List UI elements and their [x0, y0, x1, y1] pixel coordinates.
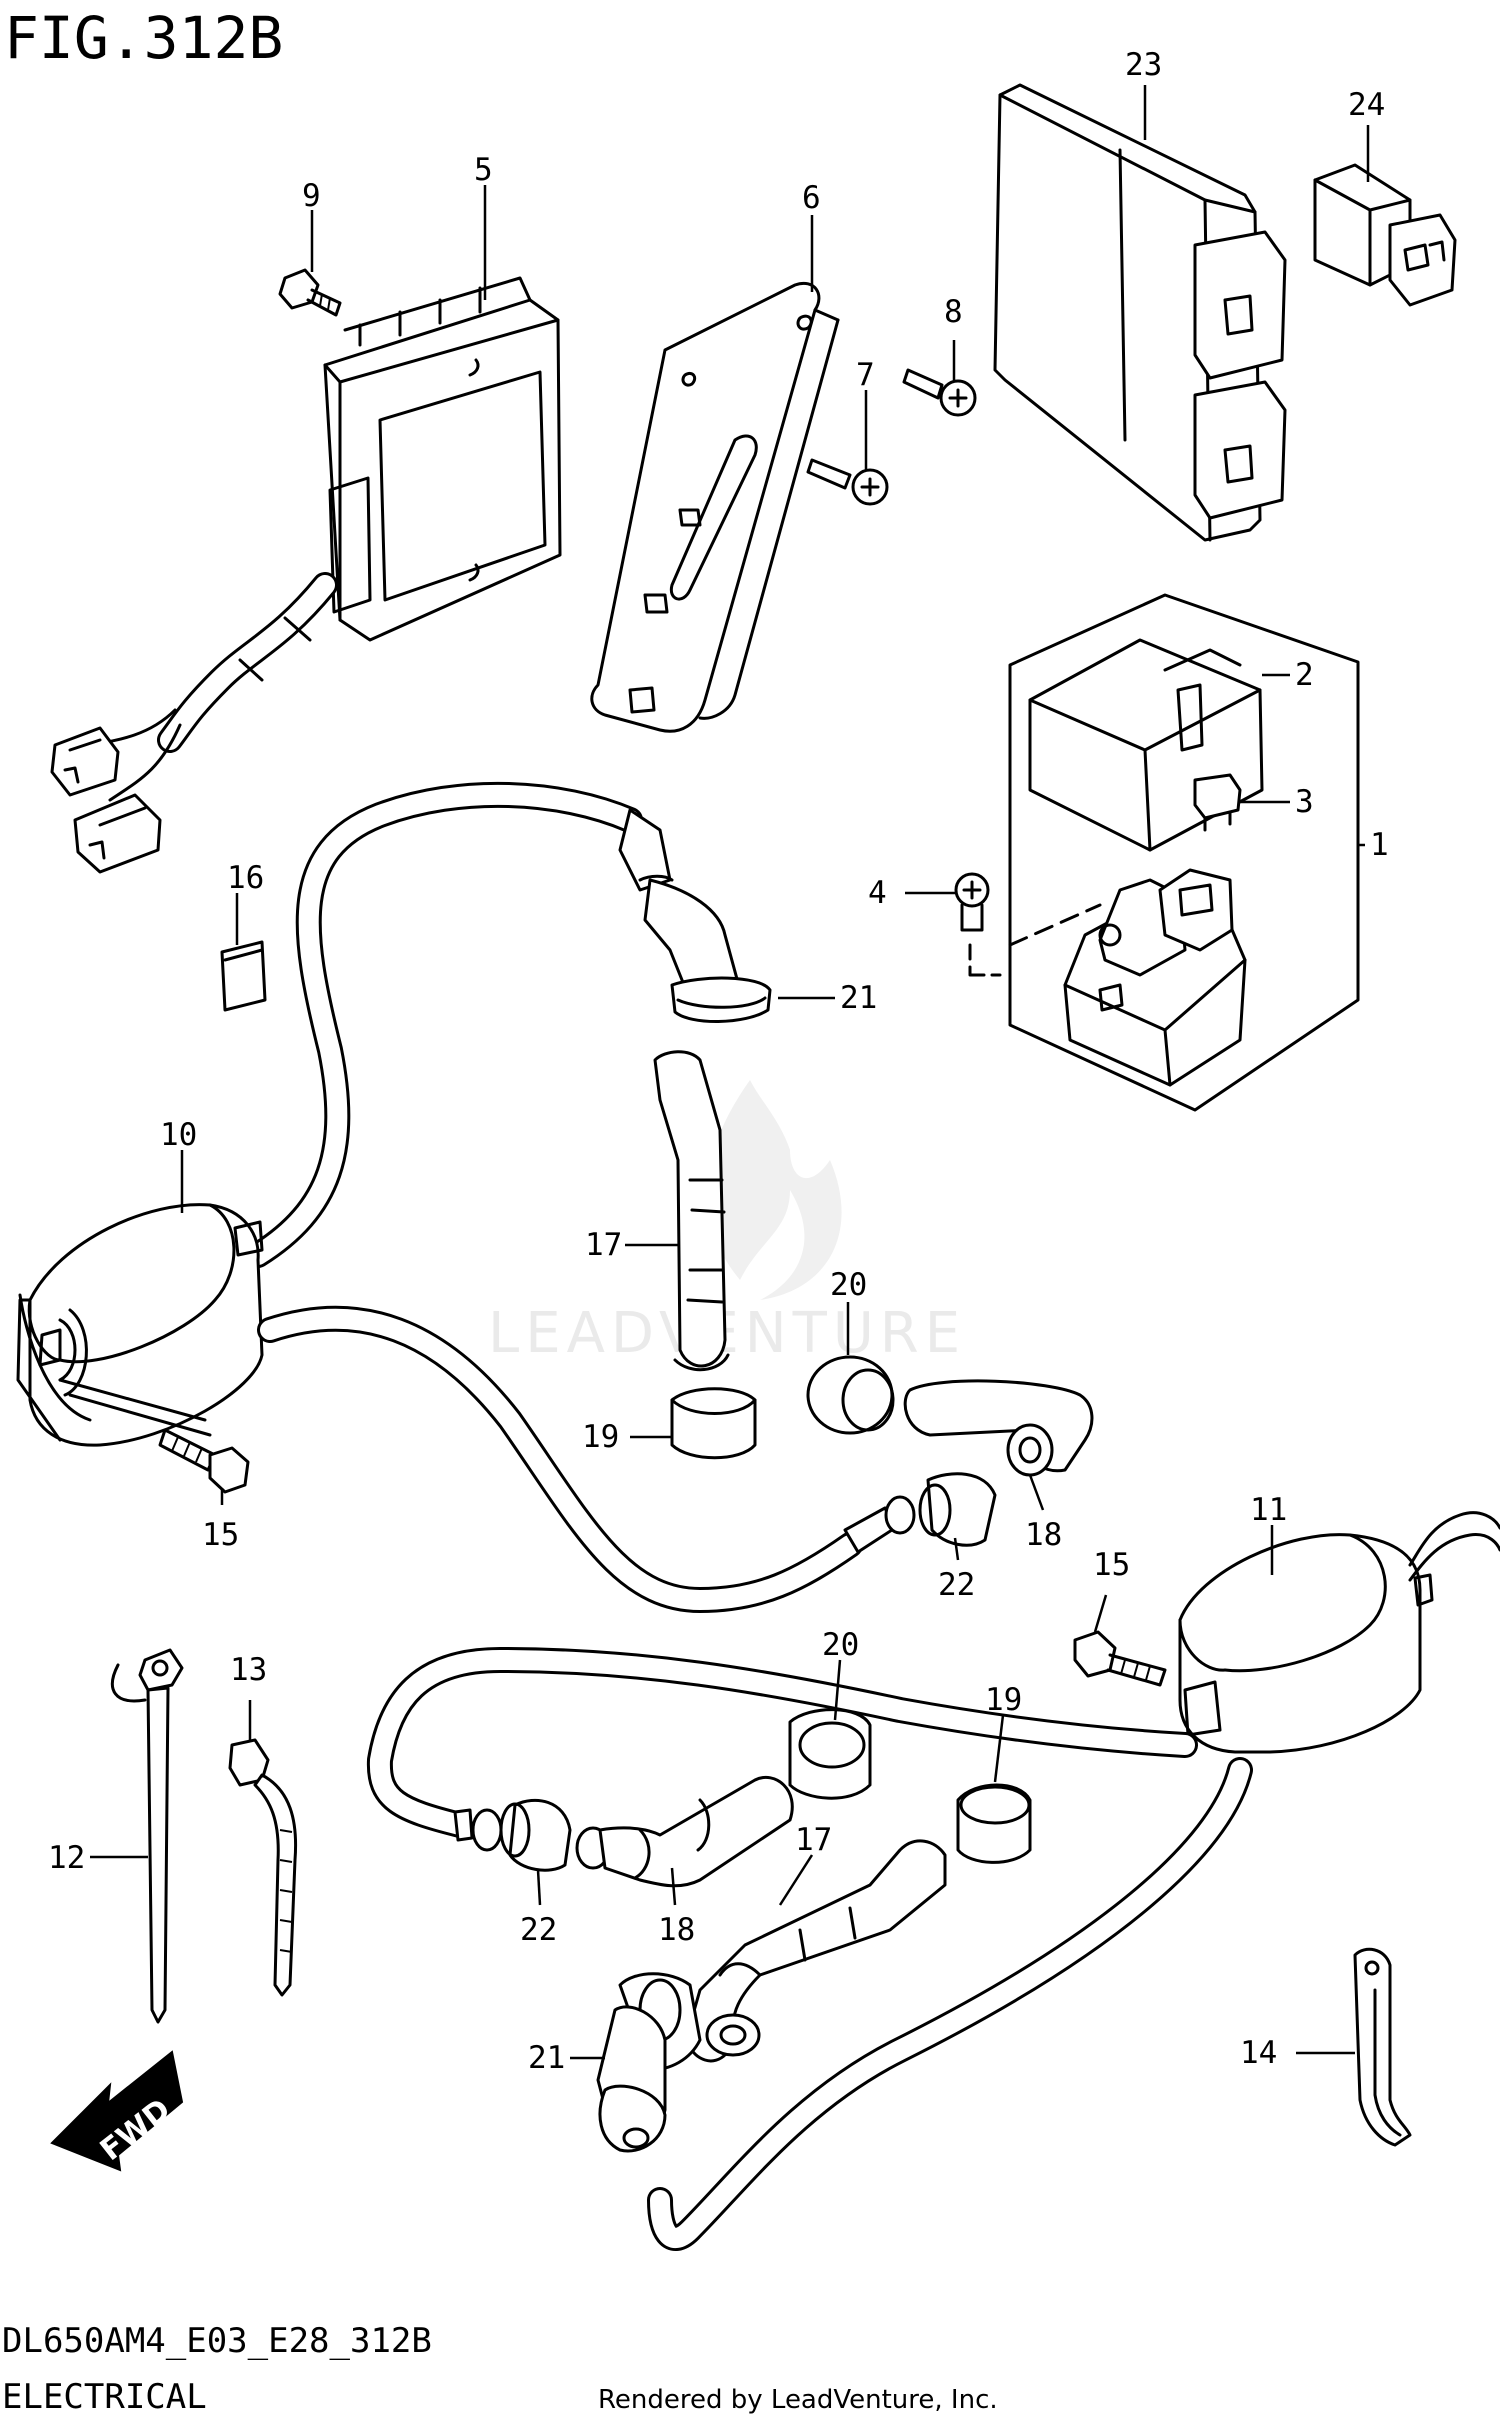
part-plug-cap-17a	[653, 1050, 730, 1372]
fwd-arrow: FWD	[50, 2050, 184, 2172]
callout-16: 16	[227, 860, 264, 896]
part-seal-20a	[806, 1355, 895, 1435]
callout-22a: 22	[938, 1567, 975, 1603]
part-cap-18b	[575, 1775, 794, 1888]
leadventure-watermark: LEADVENTURE	[488, 1080, 960, 1366]
part-bolt-9	[278, 268, 342, 317]
callout-17a: 17	[585, 1227, 622, 1263]
part-bolt-15b	[1073, 1630, 1167, 1687]
render-credit: Rendered by LeadVenture, Inc.	[598, 2385, 998, 2415]
callout-20a: 20	[830, 1267, 867, 1303]
callout-22b: 22	[520, 1912, 557, 1948]
part-band-13	[228, 1738, 298, 1997]
callout-23: 23	[1125, 47, 1162, 83]
part-bracket-6	[590, 281, 840, 733]
callouts: 1 2 3 4 5 6 7 8 9 10 11 12 13 14 15 15 1…	[48, 47, 1389, 2076]
callout-17b: 17	[795, 1822, 832, 1858]
callout-12: 12	[48, 1840, 85, 1876]
leader-lines	[90, 85, 1370, 2060]
part-cap-18a	[903, 1379, 1094, 1477]
part-ignition-coil-10	[16, 781, 897, 1613]
part-pad-16	[220, 940, 267, 1012]
callout-2: 2	[1295, 657, 1314, 693]
callout-6: 6	[802, 180, 821, 216]
part-cable-tie-12	[111, 1648, 184, 2024]
part-bolt-15a	[158, 1428, 250, 1494]
part-plug-cap-17b	[686, 1839, 947, 2063]
part-plug-cap-21a	[618, 808, 772, 1023]
part-screw-4	[954, 872, 1102, 977]
callout-19a: 19	[582, 1419, 619, 1455]
part-seal-20b	[788, 1708, 872, 1800]
part-ignition-coil-11	[1178, 1511, 1500, 1754]
callout-15b: 15	[1093, 1547, 1130, 1583]
callout-13: 13	[230, 1652, 267, 1688]
part-lower-cords	[366, 1647, 1253, 2251]
callout-18a: 18	[1025, 1517, 1062, 1553]
watermark-logo-icon	[707, 1080, 842, 1300]
callout-10: 10	[160, 1117, 197, 1153]
callout-1: 1	[1370, 827, 1389, 863]
callout-20b: 20	[822, 1627, 859, 1663]
part-seal-19b	[956, 1783, 1032, 1864]
callout-19b: 19	[985, 1682, 1022, 1718]
callout-9: 9	[302, 178, 321, 214]
callout-21a: 21	[840, 980, 877, 1016]
callout-4: 4	[868, 875, 887, 911]
part-plug-cap-21b	[596, 1972, 702, 2153]
callout-11: 11	[1250, 1492, 1287, 1528]
part-grommet-22b	[471, 1798, 572, 1872]
figure-title: FIG.312B	[4, 4, 283, 72]
part-grommet-22a	[884, 1472, 997, 1547]
callout-3: 3	[1295, 784, 1314, 820]
section-name: ELECTRICAL	[2, 2377, 207, 2417]
callout-18b: 18	[658, 1912, 695, 1948]
callout-24: 24	[1348, 87, 1385, 123]
callout-14: 14	[1240, 2035, 1277, 2071]
callout-5: 5	[474, 152, 493, 188]
callout-21b: 21	[528, 2040, 565, 2076]
diagram-code: DL650AM4_E03_E28_312B	[2, 2321, 432, 2361]
callout-8: 8	[944, 294, 963, 330]
part-seal-19a	[670, 1387, 757, 1460]
part-screw-8	[902, 368, 977, 417]
part-connector-24	[1313, 163, 1457, 307]
callout-15a: 15	[202, 1517, 239, 1553]
part-ecm-23	[993, 83, 1287, 542]
part-regulator-rectifier	[50, 276, 562, 874]
part-clamp-14	[1353, 1947, 1412, 2147]
part-starter-relay-assembly-1	[1008, 593, 1360, 1112]
callout-7: 7	[856, 357, 875, 393]
part-screw-7	[806, 458, 889, 506]
